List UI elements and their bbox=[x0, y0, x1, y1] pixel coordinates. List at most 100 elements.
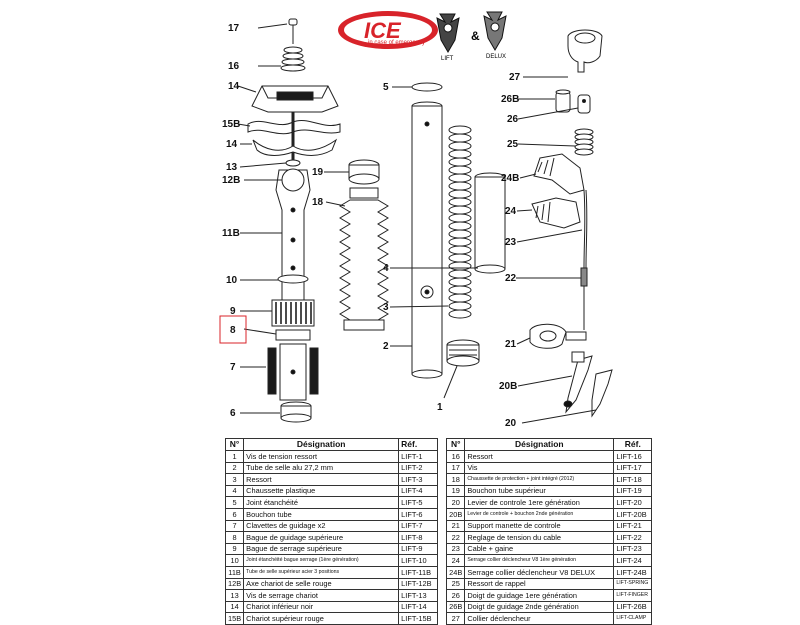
part-number: 26 bbox=[446, 589, 466, 602]
callout-8-highlight bbox=[219, 315, 247, 344]
part-22-cable-adjuster bbox=[580, 267, 588, 330]
part-number: 19 bbox=[446, 484, 466, 498]
part-reference: LIFT-5 bbox=[398, 496, 439, 509]
column-gap bbox=[437, 462, 448, 474]
part-number: 24B bbox=[446, 565, 466, 579]
part-number: 11B bbox=[224, 565, 245, 579]
column-gap bbox=[437, 531, 448, 544]
column-gap bbox=[437, 496, 448, 509]
callout-11b: 11B bbox=[222, 228, 240, 239]
parts-list-table: N° Désignation Réf. N° Désignation Réf. … bbox=[224, 438, 653, 625]
part-reference: LIFT-19 bbox=[613, 484, 653, 498]
part-designation: Vis de tension ressort bbox=[243, 450, 400, 463]
part-reference: LIFT-8 bbox=[398, 531, 439, 544]
callout-22: 22 bbox=[505, 273, 517, 284]
callout-27: 27 bbox=[509, 72, 521, 83]
part-number: 17 bbox=[446, 461, 466, 475]
callout-19: 19 bbox=[312, 167, 324, 178]
header-designation-right: Désignation bbox=[464, 438, 615, 451]
part-reference: LIFT-1 bbox=[398, 450, 439, 463]
part-designation: Vis de serrage chariot bbox=[243, 589, 400, 602]
part-reference: LIFT-13 bbox=[398, 589, 439, 602]
column-gap bbox=[437, 543, 448, 555]
part-number: 24 bbox=[446, 554, 466, 567]
part-reference: LIFT-6 bbox=[398, 507, 439, 521]
column-gap bbox=[437, 589, 448, 602]
part-number: 4 bbox=[224, 484, 245, 498]
part-reference: LIFT-17 bbox=[613, 461, 653, 475]
part-reference: LIFT-11B bbox=[398, 565, 439, 579]
part-reference: LIFT-14 bbox=[398, 600, 439, 614]
column-gap bbox=[437, 450, 448, 463]
header-ref-right: Réf. bbox=[613, 438, 653, 451]
part-designation: Serrage collier déclencheur V8 DELUX bbox=[464, 565, 615, 579]
callout-4: 4 bbox=[383, 263, 389, 274]
part-21-lever-mount bbox=[529, 323, 587, 349]
part-reference: LIFT-24 bbox=[613, 554, 653, 567]
amp-sign: & bbox=[471, 29, 480, 43]
part-number: 14 bbox=[224, 600, 245, 614]
header-designation: Désignation bbox=[243, 438, 400, 451]
callout-24: 24 bbox=[505, 206, 517, 217]
part-designation: Doigt de guidage 2nde génération bbox=[464, 600, 615, 614]
v8-delux-emblem: DELUX bbox=[483, 11, 507, 60]
part-designation: Bouchon tube supérieur bbox=[464, 484, 615, 498]
part-reference: LIFT-SPRING bbox=[613, 577, 653, 591]
part-reference: LIFT-16 bbox=[613, 450, 653, 463]
part-designation: Axe chariot de selle rouge bbox=[243, 577, 400, 591]
header-no-right: N° bbox=[446, 438, 466, 451]
leader-lines bbox=[237, 23, 597, 424]
logo-brand: ICE bbox=[364, 18, 402, 43]
part-number: 13 bbox=[224, 589, 245, 602]
part-reference: LIFT-23 bbox=[613, 542, 653, 556]
part-number: 7 bbox=[224, 519, 245, 533]
part-2-alloy-tube bbox=[411, 101, 443, 379]
part-25-return-spring bbox=[574, 128, 594, 156]
part-reference: LIFT-9 bbox=[398, 542, 439, 556]
part-number: 23 bbox=[446, 542, 466, 556]
part-23-cable bbox=[583, 189, 588, 269]
part-designation: Bague de guidage supérieure bbox=[243, 531, 400, 544]
part-designation: Tube de selle alu 27,2 mm bbox=[243, 461, 400, 475]
part-4-plastic-sock bbox=[474, 172, 506, 274]
part-reference: LIFT-3 bbox=[398, 473, 439, 486]
part-reference: LIFT-12B bbox=[398, 577, 439, 591]
part-number: 26B bbox=[446, 600, 466, 614]
callout-14-lower: 14 bbox=[226, 139, 238, 150]
callout-1: 1 bbox=[437, 402, 443, 413]
part-designation: Levier de controle 1ere génération bbox=[464, 496, 615, 509]
callout-10: 10 bbox=[226, 275, 238, 286]
part-10-seal bbox=[277, 274, 309, 284]
part-26b-guide-finger bbox=[555, 89, 571, 113]
part-16-spring bbox=[280, 46, 306, 72]
part-24-collar-v1 bbox=[531, 197, 581, 229]
callout-25: 25 bbox=[507, 139, 519, 150]
part-reference: LIFT-4 bbox=[398, 484, 439, 498]
part-14-lower-clamp bbox=[252, 138, 338, 156]
part-designation: Joint étanchéité bbox=[243, 496, 400, 509]
part-number: 25 bbox=[446, 577, 466, 591]
column-gap bbox=[437, 473, 448, 486]
part-27-trigger-collar bbox=[567, 29, 603, 73]
part-number: 27 bbox=[446, 612, 466, 625]
part-6-tube-cap bbox=[280, 401, 312, 423]
part-number: 16 bbox=[446, 450, 466, 463]
part-number: 8 bbox=[224, 531, 245, 544]
part-number: 10 bbox=[224, 554, 245, 567]
callout-3: 3 bbox=[383, 302, 389, 313]
part-designation: Chariot supérieur rouge bbox=[243, 612, 400, 625]
part-designation: Reglage de tension du cable bbox=[464, 531, 615, 544]
part-14-upper-clamp bbox=[251, 85, 339, 113]
part-20-lever-gen1 bbox=[591, 369, 613, 418]
column-gap bbox=[437, 578, 448, 590]
part-designation: Ressort bbox=[243, 473, 400, 486]
